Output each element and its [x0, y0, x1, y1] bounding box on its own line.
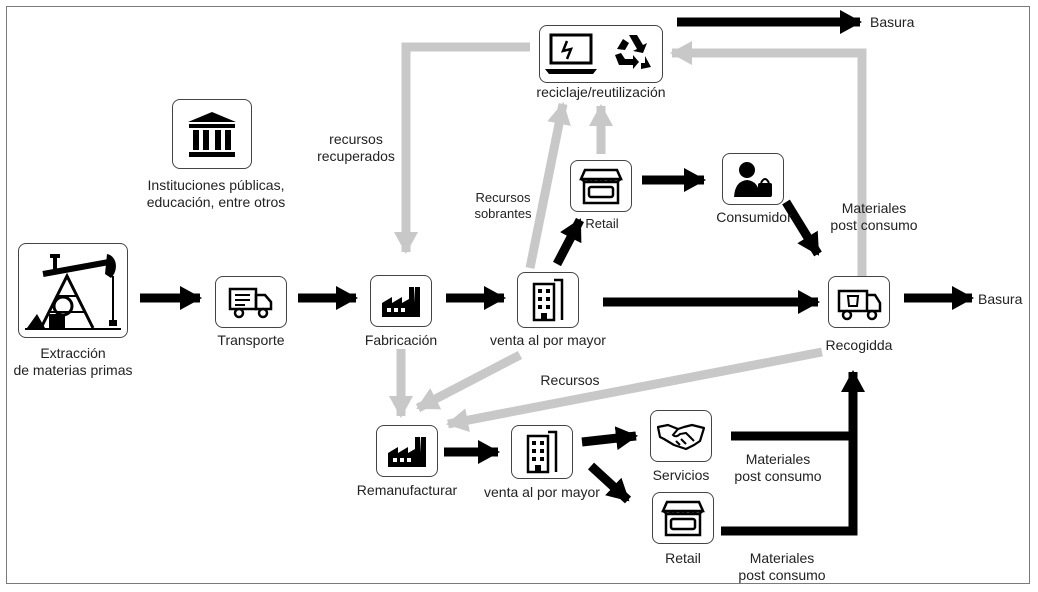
retail-bottom-label: Retail: [665, 550, 701, 566]
wholesale-to-retail-bottom-arrow: [587, 462, 632, 504]
storefront-icon: [661, 500, 705, 537]
consumer-to-collection-arrow: [782, 199, 822, 257]
garbage-truck-icon: [837, 289, 882, 321]
handshake-icon: [656, 423, 706, 451]
recovered-resources-label: recursos recuperados: [317, 131, 395, 164]
remanufacture-label: Remanufacturar: [356, 482, 458, 498]
storefront-icon: [579, 168, 623, 205]
wholesale-to-retail-arrow: [553, 217, 584, 267]
extraction-label: Extracción de materias primas: [13, 345, 133, 378]
services-node: [650, 410, 712, 462]
wholesale-top-label: venta al por mayor: [490, 332, 606, 348]
wholesale-bottom-node: [511, 425, 573, 479]
institution-building-icon: [188, 112, 236, 157]
collection-node: [828, 276, 890, 328]
post-consumer-top-label: Materiales post consumo: [830, 200, 918, 233]
oil-pump-icon: [25, 253, 121, 330]
post-consumer-retail-label: Materiales post consumo: [738, 550, 826, 583]
leftover-resources-label: Recursos sobrantes: [474, 190, 532, 221]
office-building-icon: [532, 278, 564, 322]
garbage-top-label: Basura: [870, 14, 915, 30]
garbage-right-label: Basura: [978, 291, 1023, 307]
transport-node: [215, 276, 287, 328]
wholesale-bottom-label: venta al por mayor: [484, 484, 600, 500]
retail-top-node: [570, 160, 632, 212]
collection-to-recycling-arrow: [670, 41, 867, 277]
transport-label: Transporte: [217, 332, 285, 348]
shopper-icon: [734, 162, 772, 197]
collection-to-remanufacture-arrow: [446, 347, 823, 433]
recycling-label: reciclaje/reutilización: [536, 84, 666, 100]
office-building-icon: [526, 430, 558, 474]
institutions-node: [172, 99, 252, 169]
post-consumer-services-label: Materiales post consumo: [734, 451, 822, 484]
wholesale-to-recycling-arrow: [525, 102, 571, 269]
services-label: Servicios: [652, 467, 710, 483]
manufacturing-label: Fabricación: [364, 332, 438, 348]
manufacturing-node: [370, 275, 432, 327]
remanufacture-node: [376, 425, 438, 477]
factory-icon: [382, 287, 420, 317]
retail-bottom-node: [652, 492, 714, 544]
recycling-node: [539, 25, 663, 83]
wholesale-to-services-arrow: [581, 426, 638, 451]
consumer-node: [722, 153, 784, 205]
laptop-and-recycle-icon: [545, 33, 651, 74]
factory-icon: [388, 437, 426, 467]
truck-icon: [228, 287, 273, 319]
wholesale-top-node: [517, 272, 579, 328]
institutions-label: Instituciones públicas, educación, entre…: [146, 177, 286, 210]
retail-top-label: Retail: [585, 216, 619, 231]
consumer-label: Consumidor: [716, 209, 792, 225]
diagram-frame: [6, 6, 1030, 584]
extraction-node: [18, 243, 128, 338]
services-to-collection-arrow: [731, 370, 865, 441]
retail-bottom-to-collection-arrow: [721, 432, 858, 536]
recycling-to-manufacturing-arrow: [394, 42, 530, 254]
wholesale-to-remanufacture-arrow: [415, 351, 523, 412]
resources-label: Recursos: [540, 372, 600, 388]
collection-label: Recogidda: [825, 337, 893, 353]
